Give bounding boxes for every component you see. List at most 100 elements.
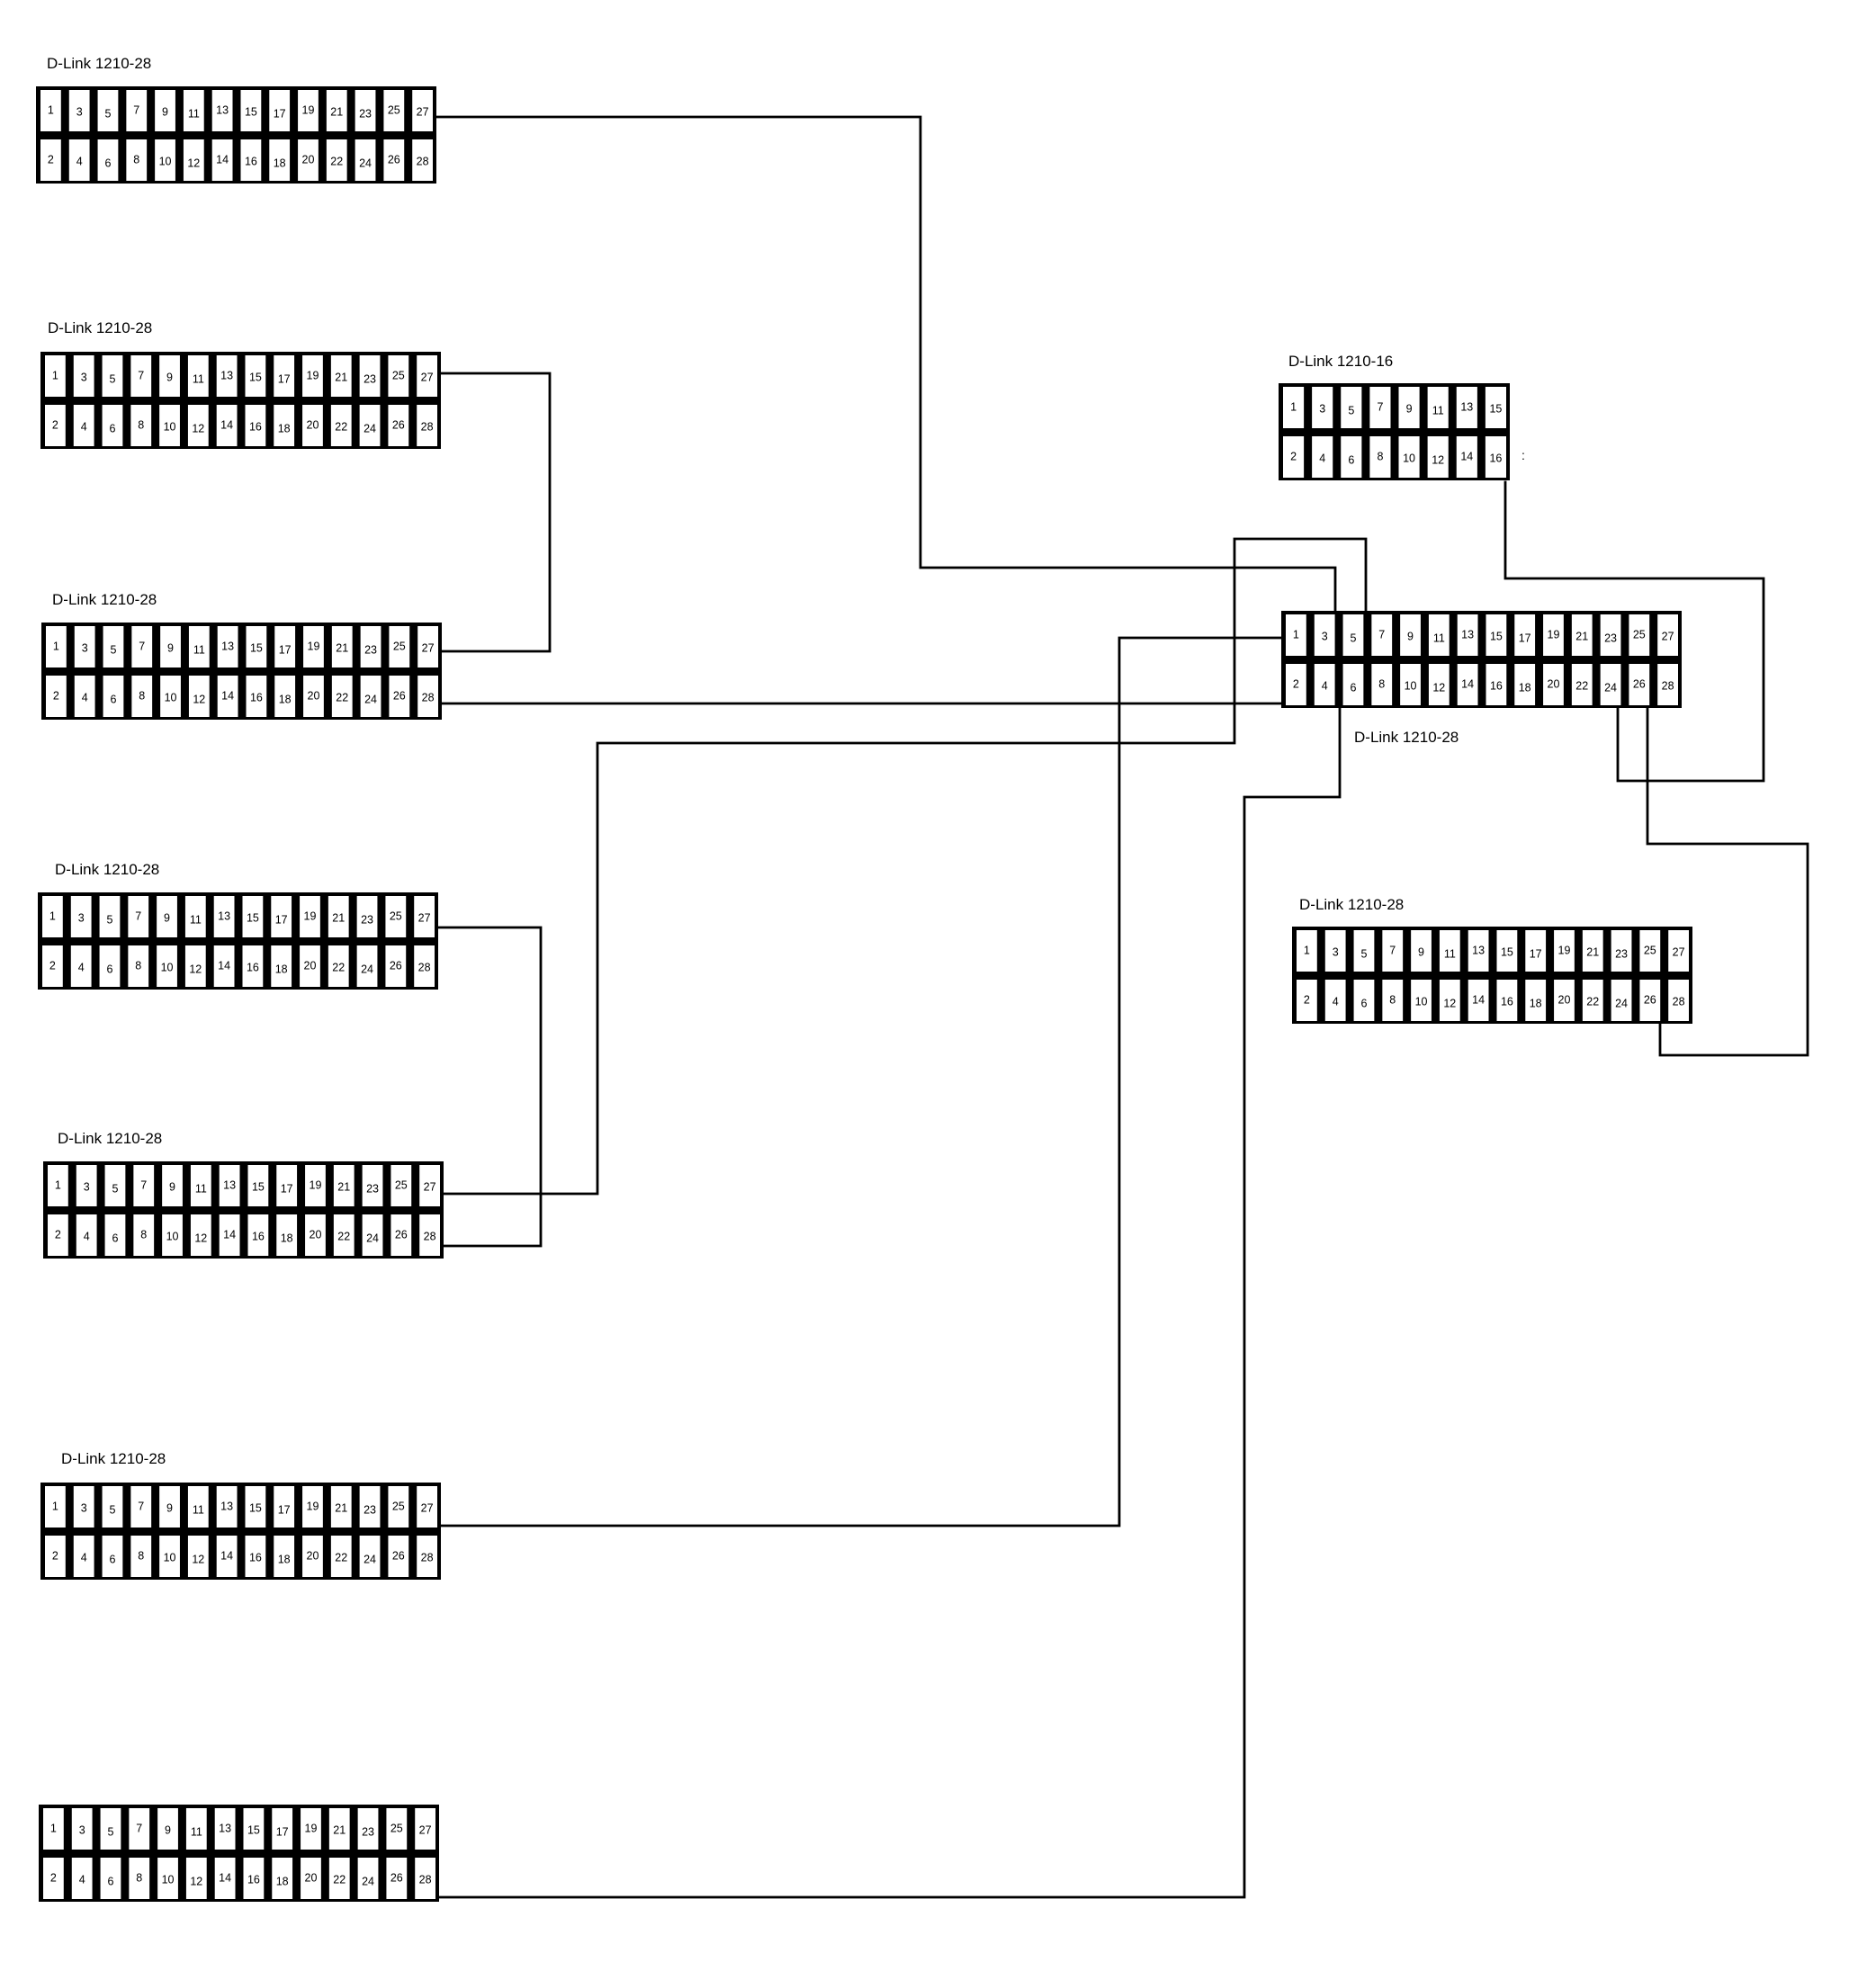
port-number: 25 (393, 641, 406, 653)
port-number: 17 (276, 1826, 289, 1839)
port-number: 9 (164, 912, 170, 925)
port-box (1427, 387, 1449, 428)
port-box (1639, 980, 1661, 1021)
port-number: 13 (221, 641, 234, 653)
port-number: 18 (278, 423, 291, 435)
port-box (274, 1486, 295, 1528)
port-number: 2 (1290, 451, 1297, 463)
port-number: 19 (308, 641, 320, 653)
port-number: 15 (247, 912, 259, 925)
port-box (355, 139, 376, 181)
port-box (271, 896, 292, 937)
port-number: 2 (1293, 678, 1299, 691)
port-number: 22 (1575, 680, 1588, 693)
port-box (326, 139, 347, 181)
cable-link (439, 636, 1283, 1528)
port-number: 12 (192, 1554, 204, 1566)
port-box (272, 1808, 293, 1850)
port-box (187, 405, 209, 446)
port-box (1582, 930, 1603, 972)
port-number: 27 (418, 912, 431, 925)
port-box (330, 405, 352, 446)
port-box (1457, 664, 1478, 705)
port-box (1286, 614, 1306, 656)
port-number: 15 (1489, 403, 1502, 416)
port-box (1629, 614, 1650, 656)
port-number: 3 (81, 372, 87, 384)
port-box (1369, 387, 1391, 428)
port-box (390, 1165, 412, 1206)
port-number: 26 (390, 960, 402, 972)
port-number: 10 (161, 962, 174, 974)
port-number: 3 (78, 912, 85, 925)
port-box (1657, 664, 1678, 705)
port-number: 26 (392, 419, 405, 432)
port-box (414, 896, 435, 937)
port-number: 19 (304, 910, 317, 923)
port-number: 28 (421, 421, 434, 434)
port-box (190, 1165, 211, 1206)
port-box (159, 1486, 180, 1528)
switch-body (36, 86, 436, 184)
port-number: 10 (166, 1231, 179, 1243)
port-number: 21 (337, 1181, 350, 1194)
port-box (184, 896, 206, 937)
port-box (301, 1808, 321, 1850)
port-number: 14 (220, 1550, 233, 1563)
port-box (1543, 664, 1564, 705)
port-number: 5 (109, 373, 115, 386)
port-box (1353, 930, 1375, 972)
port-number: 20 (308, 690, 320, 703)
port-number: 21 (335, 1502, 347, 1515)
port-number: 5 (1350, 632, 1356, 645)
port-box (157, 1808, 178, 1850)
port-number: 10 (164, 421, 176, 434)
port-number: 11 (1432, 405, 1444, 417)
port-number: 24 (362, 1876, 374, 1888)
port-number: 18 (275, 963, 288, 976)
port-number: 11 (1444, 948, 1456, 961)
port-number: 1 (52, 370, 58, 382)
port-box (103, 626, 124, 667)
port-number: 12 (189, 963, 202, 976)
port-box (276, 1165, 298, 1206)
port-box (103, 676, 124, 717)
port-number: 22 (333, 1874, 346, 1886)
port-box (328, 1858, 350, 1899)
port-box (1600, 614, 1621, 656)
port-box (130, 1536, 152, 1577)
port-number: 28 (421, 1552, 434, 1564)
port-box (1554, 930, 1575, 972)
port-number: 5 (104, 108, 111, 121)
port-number: 22 (1586, 996, 1599, 1008)
port-box (131, 626, 153, 667)
port-number: 10 (162, 1874, 175, 1886)
port-box (303, 626, 324, 667)
port-number: 27 (1673, 946, 1685, 959)
port-box (100, 1808, 121, 1850)
port-number: 24 (361, 963, 373, 976)
port-number: 6 (112, 1232, 118, 1245)
port-box (159, 405, 180, 446)
port-box (417, 626, 438, 667)
port-box (71, 1808, 93, 1850)
port-number: 16 (250, 692, 263, 704)
port-box (42, 896, 63, 937)
switch-label: D-Link 1210-28 (61, 1450, 166, 1467)
port-number: 9 (1418, 946, 1424, 959)
port-box (1668, 980, 1689, 1021)
port-number: 27 (422, 642, 435, 655)
port-box (1439, 980, 1460, 1021)
port-box (1457, 614, 1478, 656)
port-box (388, 405, 409, 446)
port-number: 19 (1558, 945, 1571, 957)
port-number: 4 (81, 1552, 87, 1564)
port-number: 12 (1432, 682, 1445, 694)
port-number: 10 (165, 692, 177, 704)
port-box (357, 1808, 379, 1850)
port-number: 23 (1604, 632, 1617, 645)
port-number: 4 (76, 156, 83, 168)
port-box (300, 896, 320, 937)
port-number: 27 (417, 106, 429, 119)
port-box (183, 139, 204, 181)
